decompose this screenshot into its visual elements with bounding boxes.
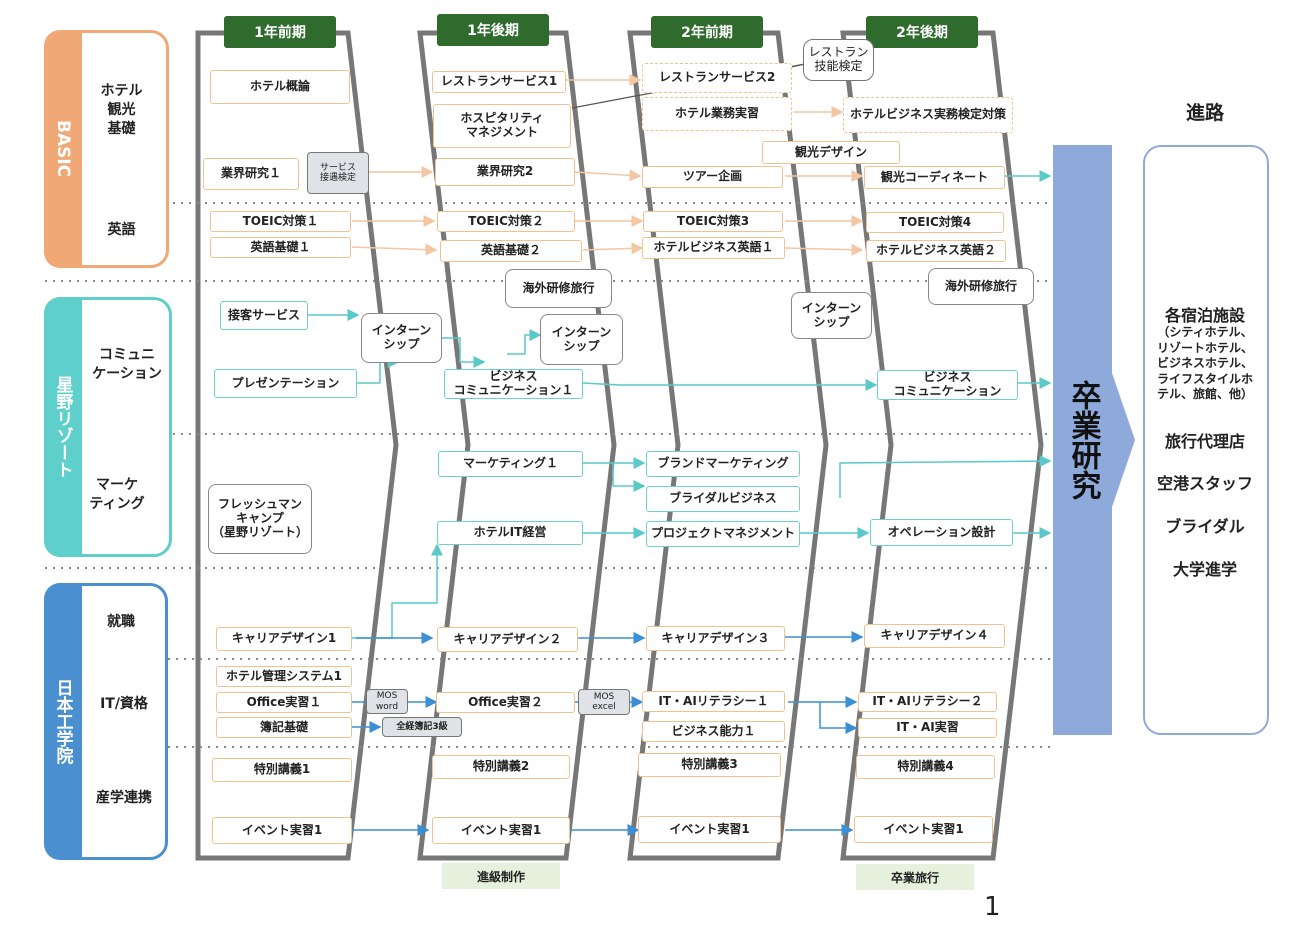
course-zenkei: 全経簿記3級 xyxy=(382,717,462,737)
course-eigo2: 英語基礎２ xyxy=(440,240,582,262)
course-career4: キャリアデザイン４ xyxy=(864,624,1005,648)
course-tokubetsu2: 特別講義2 xyxy=(432,755,570,779)
career-shukuhaku-detail: （シティホテル、 リゾートホテル、 ビジネスホテル、 ライフスタイルホ テル、旅… xyxy=(1156,325,1253,402)
section-basic-title: BASIC xyxy=(53,120,73,178)
page-number: 1 xyxy=(984,892,1001,922)
semester-header-1: 1年前期 xyxy=(224,16,336,48)
sotsugyo-kenkyu-label: 卒業研究 xyxy=(1065,380,1101,500)
course-hotel-sys: ホテル管理システム1 xyxy=(216,666,352,687)
course-event3: イベント実習1 xyxy=(638,816,781,843)
semester-header-2: 1年後期 xyxy=(437,14,549,46)
course-intern1: インターン シップ xyxy=(361,313,442,363)
semester-header-3: 2年前期 xyxy=(651,16,763,48)
course-toeic2: TOEIC対策２ xyxy=(437,211,575,232)
course-kanko-design: 観光デザイン xyxy=(762,141,900,164)
course-restaurant1: レストランサービス1 xyxy=(432,71,566,93)
course-kaigai2: 海外研修旅行 xyxy=(928,268,1034,305)
course-intern3: インターン シップ xyxy=(791,292,872,339)
sub-communication: コミュニ ケーション xyxy=(92,347,162,382)
course-marketing1: マーケティング１ xyxy=(438,451,583,477)
course-bridal: ブライダルビジネス xyxy=(646,486,800,512)
course-hb-eigo1: ホテルビジネス英語１ xyxy=(642,237,785,259)
course-hotel-jisshu: ホテル業務実習 xyxy=(642,97,792,131)
course-hb-kentei: ホテルビジネス実務検定対策 xyxy=(843,97,1013,133)
course-it-ai2: IT・AIリテラシー２ xyxy=(858,692,997,712)
course-hotel-it: ホテルIT経営 xyxy=(437,521,583,545)
course-toeic4: TOEIC対策4 xyxy=(866,212,1004,233)
course-career3: キャリアデザイン３ xyxy=(646,626,785,651)
course-brand: ブランドマーケティング xyxy=(646,451,800,477)
semester-column-4 xyxy=(840,30,1044,861)
course-event1: イベント実習1 xyxy=(212,817,352,844)
career-shukuhaku: 各宿泊施設 xyxy=(1164,306,1245,325)
course-boki: 簿記基礎 xyxy=(216,717,352,738)
career-ryoko: 旅行代理店 xyxy=(1164,432,1245,451)
section-nihon-tab xyxy=(44,583,82,860)
course-restaurant-kentei: レストラン 技能検定 xyxy=(803,39,874,81)
course-kaigai1: 海外研修旅行 xyxy=(505,269,612,308)
course-toeic1: TOEIC対策１ xyxy=(210,211,351,232)
course-event2: イベント実習1 xyxy=(432,817,570,844)
course-hb-eigo2: ホテルビジネス英語２ xyxy=(866,240,1006,262)
course-hotel-gairon: ホテル概論 xyxy=(210,70,350,104)
course-project: プロジェクトマネジメント xyxy=(646,521,800,547)
sub-eigo: 英語 xyxy=(107,222,136,238)
career-daigaku: 大学進学 xyxy=(1172,560,1237,579)
course-career1: キャリアデザイン1 xyxy=(216,627,352,651)
section-hoshino-title: 星野リゾート xyxy=(52,376,73,478)
course-kanko-coord: 観光コーディネート xyxy=(864,166,1005,189)
course-freshman: フレッシュマン キャンプ （星野リゾート） xyxy=(208,484,312,554)
course-it-ai1: IT・AIリテラシー１ xyxy=(642,691,785,712)
semester-column-3 xyxy=(627,30,829,861)
course-toeic3: TOEIC対策3 xyxy=(643,211,783,232)
row-dividers xyxy=(45,202,1050,748)
course-office2: Office実習２ xyxy=(436,692,575,713)
career-kuko: 空港スタッフ xyxy=(1156,474,1253,493)
course-tokubetsu1: 特別講義1 xyxy=(212,758,352,782)
section-hoshino-tab xyxy=(44,297,82,557)
course-bizcom1: ビジネス コミュニケーション１ xyxy=(444,369,583,399)
sub-sangaku: 産学連携 xyxy=(96,790,152,806)
course-it-ai-jisshu: IT・AI実習 xyxy=(858,718,997,738)
course-hospitality: ホスピタリティ マネジメント xyxy=(433,104,571,148)
career-box xyxy=(1143,145,1269,735)
course-service-kentei: サービス 接遇検定 xyxy=(307,152,369,194)
course-eigo1: 英語基礎１ xyxy=(210,237,351,258)
course-intern2: インターン シップ xyxy=(540,314,623,365)
section-nihon-title: 日本工学院 xyxy=(52,679,73,764)
course-biz-noryoku: ビジネス能力１ xyxy=(642,721,785,742)
course-gyokai1: 業界研究１ xyxy=(203,158,299,190)
semester-column-2 xyxy=(417,30,617,861)
course-operation: オペレーション設計 xyxy=(870,519,1013,546)
career-bridal: ブライダル xyxy=(1165,517,1245,536)
course-career2: キャリアデザイン２ xyxy=(437,627,578,652)
course-event4: イベント実習1 xyxy=(854,816,993,843)
course-sekkyaku: 接客サービス xyxy=(220,301,308,330)
course-mos-word: MOS word xyxy=(366,689,408,714)
course-tokubetsu4: 特別講義4 xyxy=(856,755,995,779)
sub-it-shikaku: IT/資格 xyxy=(100,696,148,712)
course-restaurant2: レストランサービス2 xyxy=(642,63,792,93)
course-bizcom2: ビジネス コミュニケーション xyxy=(877,370,1018,400)
course-mos-excel: MOS excel xyxy=(578,689,630,715)
semester-header-4: 2年後期 xyxy=(866,16,978,48)
note-shinkyu-seisaku: 進級制作 xyxy=(442,863,560,889)
course-presen: プレゼンテーション xyxy=(214,369,357,398)
sub-marketing: マーケ ティング xyxy=(89,477,145,512)
note-sotsugyo-ryoko: 卒業旅行 xyxy=(856,864,974,890)
sub-shushoku: 就職 xyxy=(107,614,135,630)
course-tour: ツアー企画 xyxy=(642,166,783,188)
course-gyokai2: 業界研究2 xyxy=(435,158,575,186)
course-office1: Office実習１ xyxy=(216,692,352,713)
course-tokubetsu3: 特別講義3 xyxy=(638,753,781,777)
sotsugyo-kenkyu-arrow xyxy=(1053,145,1135,735)
section-basic-tab xyxy=(44,30,82,268)
career-heading: 進路 xyxy=(1185,102,1224,124)
sub-hotel-kanko: ホテル 観光 基礎 xyxy=(100,83,143,137)
